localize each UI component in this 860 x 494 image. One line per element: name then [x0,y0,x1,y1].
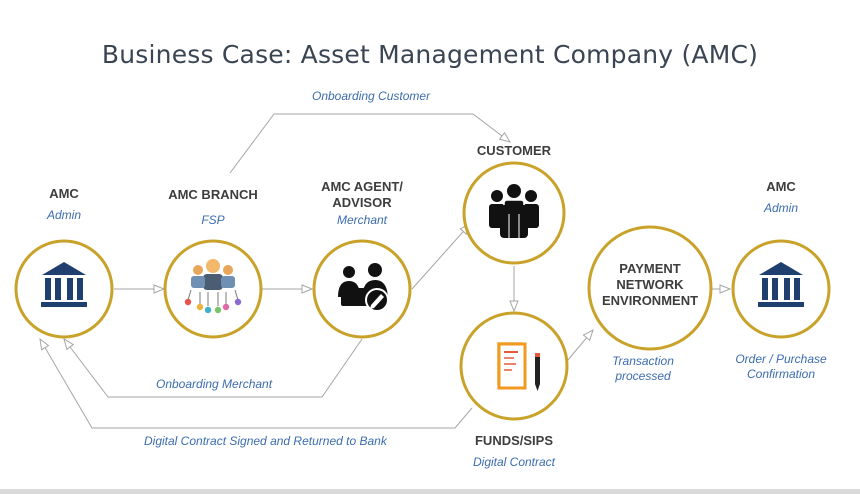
node-amc-right-circle[interactable] [731,239,831,339]
amc-right-caption-line2: Confirmation [746,366,816,381]
people-network-icon [184,259,242,314]
payment-caption: Transaction processed [583,354,703,383]
customer-label: CUSTOMER [454,143,574,159]
branch-label: AMC BRANCH FSP [148,187,278,227]
amc-right-label: AMC Admin [730,179,832,215]
agent-label: AMC AGENT/ ADVISOR Merchant [302,179,422,227]
payment-line3: ENVIRONMENT [601,292,699,308]
amc-left-heading: AMC [49,186,79,201]
bank-icon [758,262,804,307]
branch-subtitle: FSP [201,212,225,227]
bank-icon [41,262,87,307]
agent-subtitle: Merchant [336,212,388,227]
edge-onboarding-customer [229,113,510,174]
edge-digital-contract [40,339,473,429]
payment-line2: NETWORK [616,276,684,292]
payment-label: PAYMENT NETWORK ENVIRONMENT [590,261,710,309]
edge-onboarding-merchant [64,339,363,398]
agent-heading-line2: ADVISOR [332,194,392,210]
customer-group-icon [489,183,539,238]
amc-right-heading: AMC [766,179,796,194]
edge-label-onboarding-merchant: Onboarding Merchant [156,377,273,391]
edge-label-digital-contract: Digital Contract Signed and Returned to … [144,434,387,448]
bottom-divider [0,489,860,494]
amc-right-caption-line1: Order / Purchase [735,352,827,366]
page-title: Business Case: Asset Management Company … [101,40,759,69]
merchant-agent-icon [338,263,389,312]
agent-heading-line1: AMC AGENT/ [321,179,403,194]
amc-right-caption: Order / Purchase Confirmation [722,352,840,381]
payment-line1: PAYMENT [619,261,681,276]
edge-agent-to-customer [411,224,470,290]
edge-label-onboarding-customer: Onboarding Customer [312,89,431,103]
edge-funds-to-payment [567,330,593,361]
funds-subtitle: Digital Contract [472,454,556,469]
node-amc-admin-circle[interactable] [14,239,114,339]
customer-heading: CUSTOMER [476,143,552,158]
funds-heading: FUNDS/SIPS [474,433,553,448]
amc-right-subtitle: Admin [763,200,798,215]
amc-left-label: AMC Admin [14,186,114,222]
contract-document-icon [497,342,540,391]
payment-caption-line2: processed [615,368,671,383]
payment-caption-line1: Transaction [612,354,674,368]
branch-heading: AMC BRANCH [168,187,258,202]
node-payment-circle[interactable] [587,225,713,351]
funds-label: FUNDS/SIPS Digital Contract [454,433,574,469]
amc-left-subtitle: Admin [46,207,81,222]
